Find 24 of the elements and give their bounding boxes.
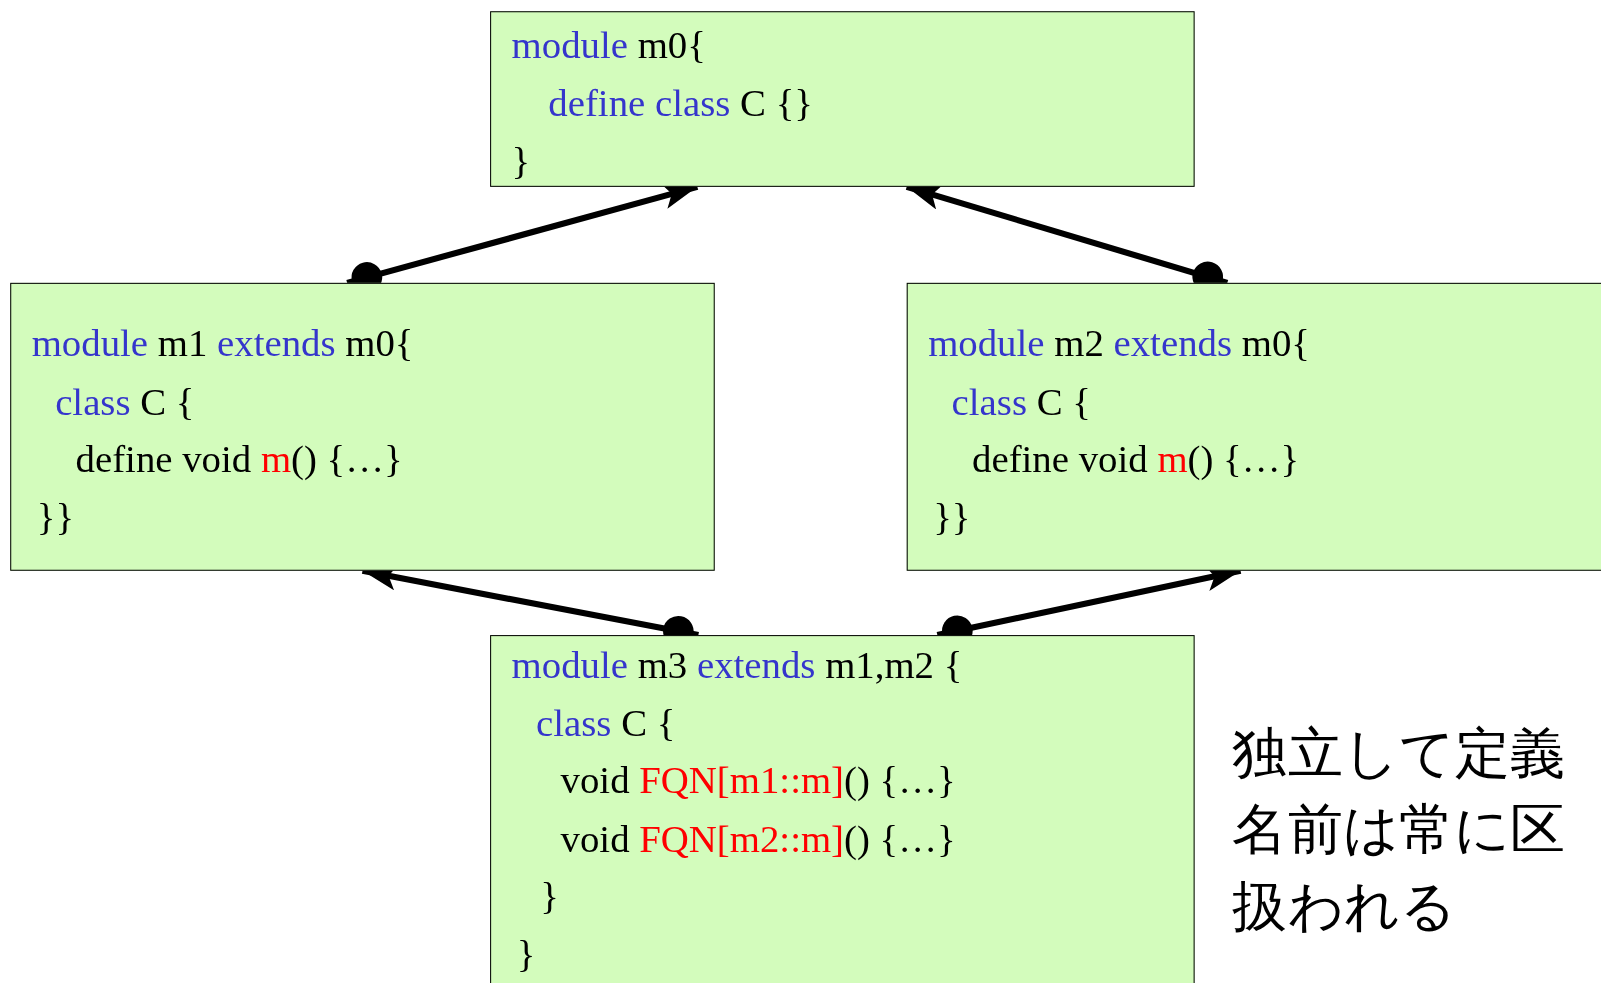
code-line: module m0{ bbox=[511, 22, 706, 69]
code-line: module m2 extends m0{ bbox=[928, 320, 1310, 367]
code-box bbox=[490, 635, 1195, 983]
code-line: }} bbox=[36, 493, 74, 540]
code-box bbox=[490, 11, 1195, 187]
note-text: 扱われる bbox=[1232, 873, 1456, 941]
code-line: class C { bbox=[55, 378, 195, 425]
code-line: define void m() {…} bbox=[972, 436, 1300, 482]
code-box bbox=[906, 282, 1601, 571]
code-line: void FQN[m1::m]() {…} bbox=[560, 757, 956, 804]
code-line: } bbox=[516, 930, 536, 977]
code-line: void FQN[m2::m]() {…} bbox=[560, 815, 956, 862]
note-text: 名前は常に区 bbox=[1232, 796, 1566, 864]
code-line: define class C {} bbox=[548, 80, 813, 127]
code-line: } bbox=[540, 873, 559, 919]
code-line: } bbox=[511, 137, 531, 184]
code-line: }} bbox=[933, 493, 971, 540]
note-text: 独立して定義 bbox=[1232, 719, 1566, 788]
code-line: module m3 extends m1,m2 { bbox=[511, 642, 963, 689]
code-box bbox=[10, 282, 715, 571]
code-line: class C { bbox=[951, 378, 1091, 425]
code-line: module m1 extends m0{ bbox=[31, 320, 414, 367]
code-line: define void m() {…} bbox=[75, 436, 403, 482]
code-line: class C { bbox=[536, 699, 676, 746]
